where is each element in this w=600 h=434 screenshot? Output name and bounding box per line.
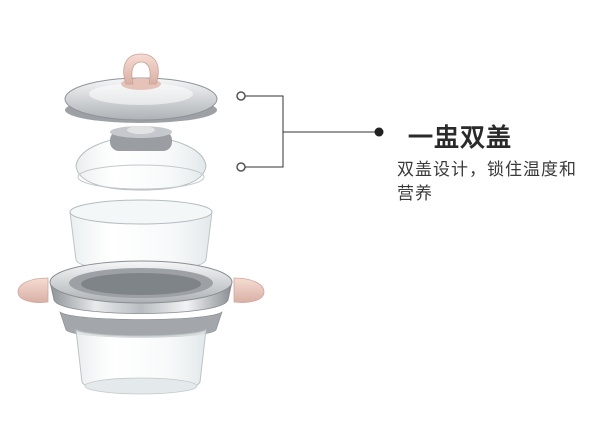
- glass-cup-bottom: [84, 377, 198, 395]
- callout-dot-icon: [374, 127, 384, 137]
- steel-lid-handle: [123, 53, 159, 85]
- pink-side-handle-left: [17, 277, 49, 303]
- callout-bracket: [245, 95, 284, 168]
- anchor-point-bottom-icon: [236, 162, 246, 172]
- steel-ring-inner-hole: [81, 273, 201, 295]
- glass-cup-mouth: [69, 199, 213, 225]
- anchor-point-top-icon: [236, 91, 246, 101]
- steel-lid: [64, 53, 218, 123]
- feature-description: 双盖设计，锁住温度和营养: [397, 160, 577, 204]
- callout: [236, 91, 384, 172]
- glass-lid: [75, 126, 207, 191]
- glass-lid-rim: [77, 164, 205, 190]
- glass-lid-knob-cap: [127, 126, 155, 134]
- steel-lid-highlight: [89, 83, 193, 105]
- pink-side-handle-right: [233, 277, 265, 303]
- feature-title: 一盅双盖: [408, 123, 513, 152]
- stew-cup: [17, 199, 265, 395]
